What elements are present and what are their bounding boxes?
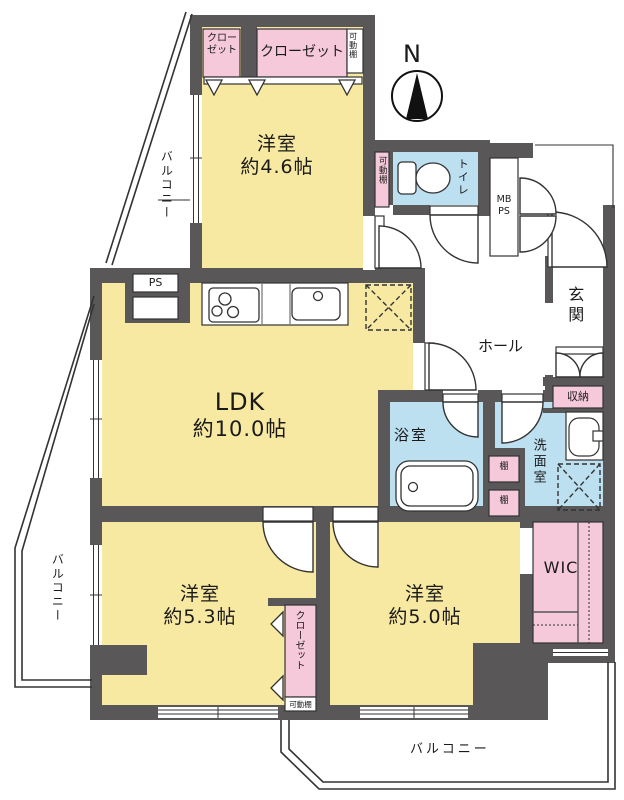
washroom-label: 洗面室 xyxy=(530,438,546,486)
closet-bottom-label: クローゼット xyxy=(293,610,304,670)
balcony-left-label: バルコニー xyxy=(50,553,65,623)
closet-door-marks xyxy=(204,79,357,702)
movable-shelf-top-label: 可動棚 xyxy=(348,32,358,59)
toilet-label: トイレ xyxy=(456,158,470,197)
shelf-upper-label: 棚 xyxy=(499,462,509,472)
bedroom-4-6-label: 洋室 約4.6帖 xyxy=(240,133,314,178)
wic-shelf-lines xyxy=(533,522,590,643)
washbasin-icon xyxy=(565,411,604,461)
bath-label: 浴室 xyxy=(394,426,429,444)
compass-n-label: N xyxy=(403,40,421,68)
hall-storage-label: 収納 xyxy=(567,390,589,403)
closet-top-label: クローゼット xyxy=(260,44,344,60)
windows xyxy=(90,95,608,718)
kitchen-icons xyxy=(208,284,341,324)
shelf-lower-label: 棚 xyxy=(499,496,509,506)
washer-space-icon xyxy=(557,463,601,511)
closet-small-label: クローゼット xyxy=(207,33,237,56)
hall-label: ホール xyxy=(478,337,524,355)
movable-shelf-bottom-label: 可動棚 xyxy=(289,700,312,709)
compass-icon xyxy=(391,70,443,122)
storage-areas xyxy=(202,28,604,698)
ps-label: PS xyxy=(148,276,163,289)
wic-label: WIC xyxy=(543,558,579,577)
balcony-bottom-label: バルコニー xyxy=(410,742,490,757)
door-swings xyxy=(262,177,608,573)
fridge-space-icon xyxy=(365,284,412,331)
bedroom-5-3-label: 洋室 約5.3帖 xyxy=(163,583,237,628)
mb-ps-label: MB PS xyxy=(496,194,512,218)
balcony-railings xyxy=(14,11,616,790)
sink-icon xyxy=(291,287,341,321)
balcony-top-left-label: バルコニー xyxy=(159,150,174,220)
bedroom-5-0-label: 洋室 約5.0帖 xyxy=(388,583,462,628)
ldk-label: LDK 約10.0帖 xyxy=(192,388,288,441)
entrance-label: 玄関 xyxy=(565,286,585,326)
movable-shelf-side-label: 可動棚 xyxy=(377,156,388,185)
toilet-icon xyxy=(397,161,451,195)
wall-openings xyxy=(363,216,553,574)
walls xyxy=(90,15,615,720)
bathtub-icon xyxy=(395,460,479,512)
